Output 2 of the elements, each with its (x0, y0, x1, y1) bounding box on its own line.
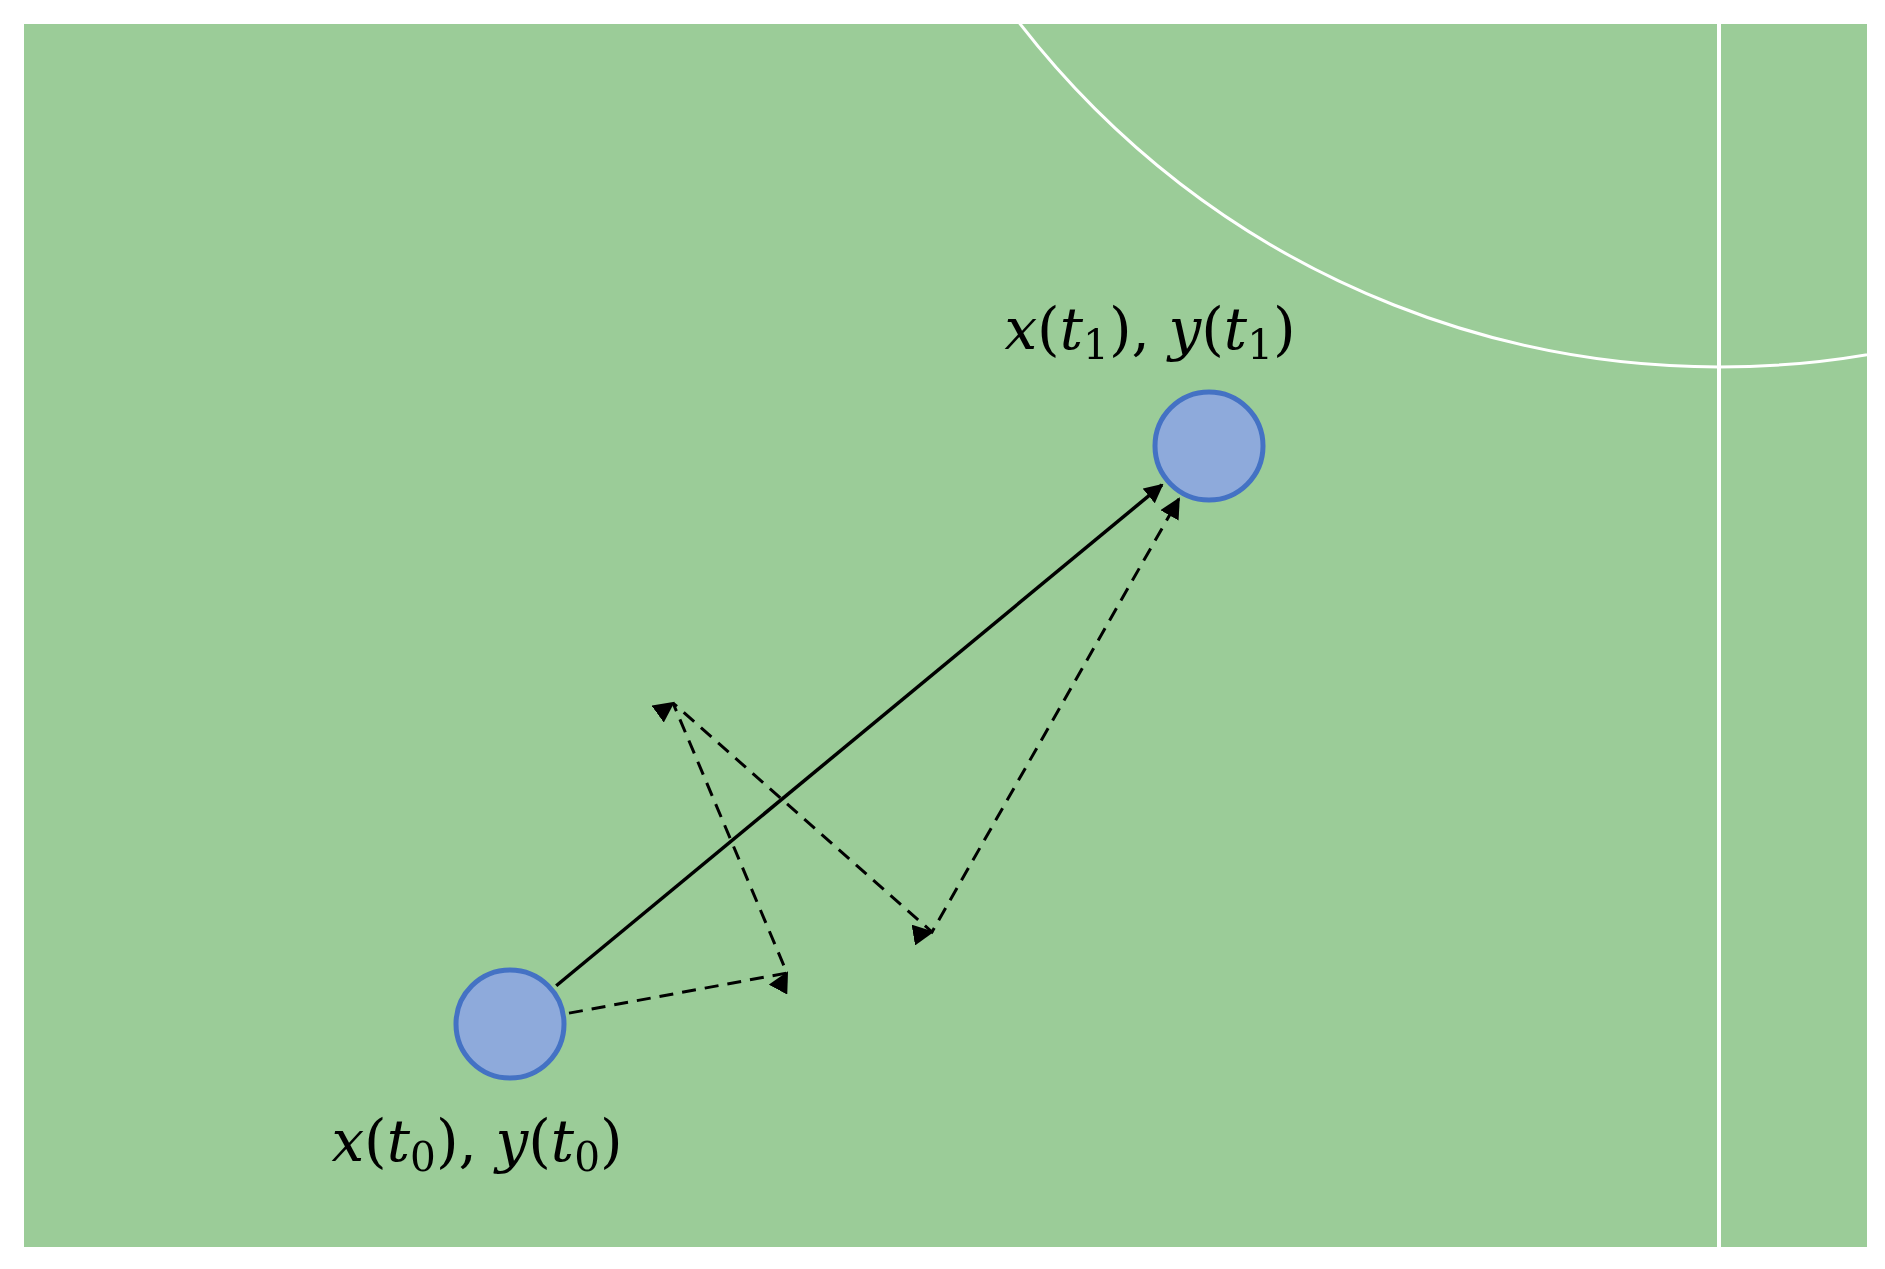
position-circle (1152, 389, 1266, 503)
position-circle (453, 967, 567, 1081)
